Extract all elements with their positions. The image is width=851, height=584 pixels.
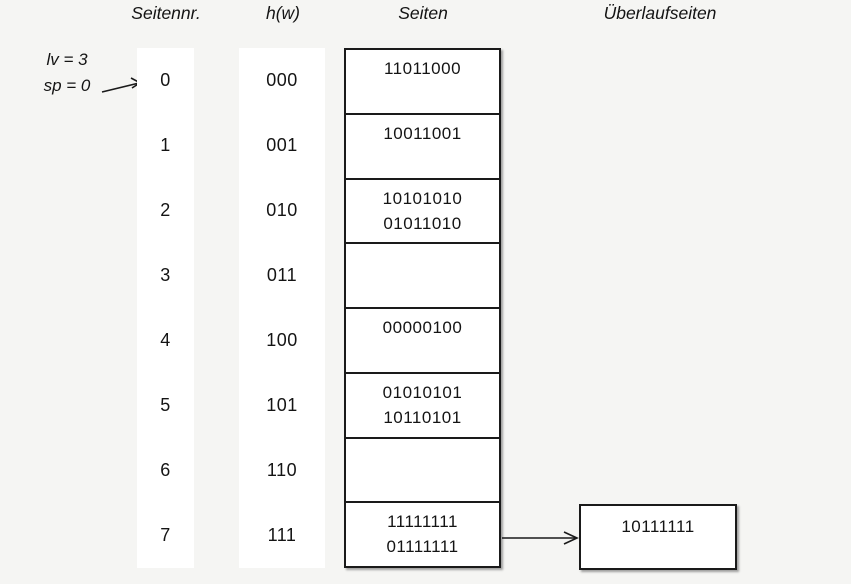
header-ueberlaufseiten: Überlaufseiten bbox=[603, 3, 717, 23]
header-seitennr: Seitennr. bbox=[131, 3, 201, 23]
column-seitennr: 0 1 2 3 4 5 6 7 bbox=[137, 48, 194, 568]
overflow-link-arrow-icon bbox=[502, 531, 579, 545]
record: 10011001 bbox=[383, 123, 462, 143]
level-split-pointer-annotation: lv = 3 sp = 0 bbox=[28, 47, 106, 99]
record bbox=[346, 250, 499, 275]
record: 10111111 bbox=[621, 517, 695, 536]
page-number: 6 bbox=[160, 460, 171, 480]
hash-value: 001 bbox=[266, 135, 298, 155]
overflow-page: 10111111 bbox=[579, 504, 737, 570]
page-number: 2 bbox=[160, 200, 171, 220]
page-number: 3 bbox=[160, 265, 171, 285]
level-value: lv = 3 bbox=[46, 50, 88, 69]
record: 11111111 bbox=[387, 512, 458, 532]
header-hash-function: h(w) bbox=[265, 3, 301, 23]
pages-table: 11011000 10011001 10101010 01011010 0000… bbox=[344, 48, 501, 568]
page-cell: 10101010 01011010 bbox=[346, 177, 499, 243]
page-number: 1 bbox=[160, 135, 171, 155]
page-number: 5 bbox=[160, 395, 171, 415]
page-number: 0 bbox=[160, 70, 171, 90]
record: 10110101 bbox=[383, 407, 462, 427]
header-seiten: Seiten bbox=[398, 3, 448, 23]
record bbox=[346, 275, 499, 300]
page-cell: 11011000 bbox=[346, 50, 499, 113]
page-cell: 00000100 bbox=[346, 307, 499, 372]
page-cell: 10011001 bbox=[346, 112, 499, 178]
page-cell bbox=[346, 242, 499, 307]
hash-value: 111 bbox=[267, 525, 297, 545]
column-hash-values: 000 001 010 011 100 101 110 111 bbox=[239, 48, 325, 568]
page-cell: 01010101 10110101 bbox=[346, 371, 499, 437]
record: 11011000 bbox=[383, 59, 462, 78]
record bbox=[346, 146, 499, 171]
page-cell bbox=[346, 436, 499, 502]
hash-value: 101 bbox=[266, 395, 298, 415]
page-cell: 11111111 01111111 bbox=[346, 501, 499, 566]
hash-value: 011 bbox=[266, 265, 298, 285]
page-number: 7 bbox=[160, 525, 171, 545]
hash-value: 110 bbox=[266, 460, 298, 480]
split-pointer-value: sp = 0 bbox=[43, 76, 91, 95]
record bbox=[346, 445, 499, 470]
record: 01010101 bbox=[382, 382, 463, 402]
hash-value: 010 bbox=[266, 200, 298, 220]
page-number: 4 bbox=[160, 330, 171, 350]
record: 01111111 bbox=[386, 537, 459, 557]
hash-value: 100 bbox=[266, 330, 298, 350]
record bbox=[346, 470, 499, 495]
record: 00000100 bbox=[382, 318, 463, 337]
record bbox=[346, 81, 499, 106]
record: 01011010 bbox=[383, 213, 462, 233]
record: 10101010 bbox=[382, 188, 463, 208]
record bbox=[346, 340, 499, 365]
hash-value: 000 bbox=[266, 70, 298, 90]
